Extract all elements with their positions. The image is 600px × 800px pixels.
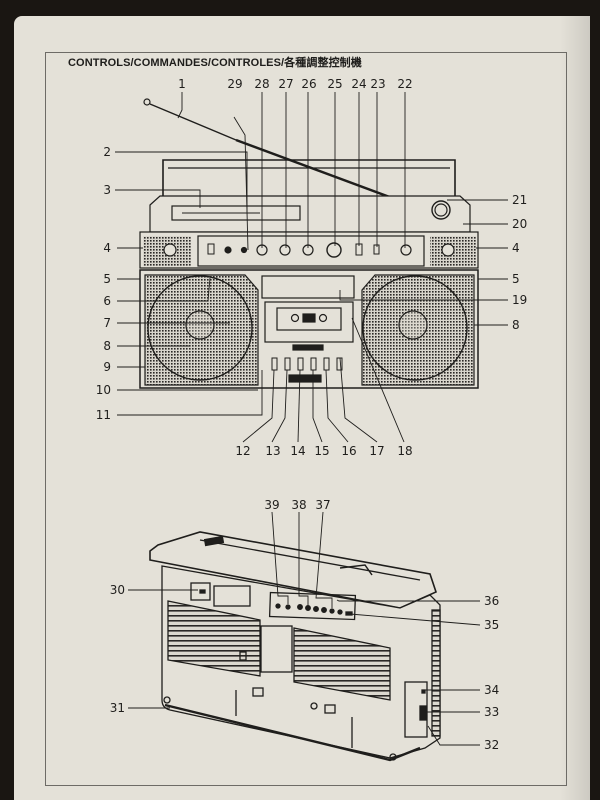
callout-23: 23 — [370, 77, 385, 91]
callout-7: 7 — [103, 316, 111, 330]
callout-8-right: 8 — [512, 318, 520, 332]
callout-29: 29 — [227, 77, 242, 91]
callout-3: 3 — [103, 183, 111, 197]
callout-31: 31 — [110, 701, 125, 715]
callout-15: 15 — [314, 444, 329, 458]
callout-17: 17 — [369, 444, 384, 458]
front-callouts: 1 29 28 27 26 25 24 23 22 2 3 4 5 6 7 8 … — [96, 77, 528, 458]
callout-5-right: 5 — [512, 272, 520, 286]
callout-33: 33 — [484, 705, 499, 719]
callout-5-left: 5 — [103, 272, 111, 286]
callout-34: 34 — [484, 683, 499, 697]
callout-39: 39 — [264, 498, 279, 512]
rear-view-radio — [149, 531, 441, 762]
callout-2: 2 — [103, 145, 111, 159]
front-leader-lines — [115, 92, 508, 443]
callout-37: 37 — [315, 498, 330, 512]
callout-19: 19 — [512, 293, 527, 307]
callout-25: 25 — [327, 77, 342, 91]
callout-30: 30 — [110, 583, 125, 597]
callout-12: 12 — [235, 444, 250, 458]
callout-6: 6 — [103, 294, 111, 308]
callout-27: 27 — [278, 77, 293, 91]
callout-14: 14 — [290, 444, 305, 458]
callout-21: 21 — [512, 193, 527, 207]
rear-leader-lines — [128, 511, 481, 746]
rear-callouts: 39 38 37 30 31 36 35 34 33 32 — [110, 498, 500, 752]
callout-28: 28 — [254, 77, 269, 91]
callout-35: 35 — [484, 618, 499, 632]
callout-10: 10 — [96, 383, 111, 397]
callout-1: 1 — [178, 77, 186, 91]
callout-9: 9 — [103, 360, 111, 374]
page-frame — [45, 52, 567, 786]
callout-18: 18 — [397, 444, 412, 458]
callout-32: 32 — [484, 738, 499, 752]
callout-4-right: 4 — [512, 241, 520, 255]
callout-36: 36 — [484, 594, 499, 608]
callout-13: 13 — [265, 444, 280, 458]
page-title: CONTROLS/COMMANDES/CONTROLES/各種調整控制機 — [68, 57, 362, 69]
antenna-illustration — [143, 98, 396, 201]
callout-4-left: 4 — [103, 241, 111, 255]
front-view-radio — [139, 98, 479, 389]
callout-11: 11 — [96, 408, 111, 422]
callout-26: 26 — [301, 77, 316, 91]
callout-16: 16 — [341, 444, 356, 458]
callout-22: 22 — [397, 77, 412, 91]
callout-8-left: 8 — [103, 339, 111, 353]
callout-24: 24 — [351, 77, 366, 91]
callout-20: 20 — [512, 217, 527, 231]
callout-38: 38 — [291, 498, 306, 512]
